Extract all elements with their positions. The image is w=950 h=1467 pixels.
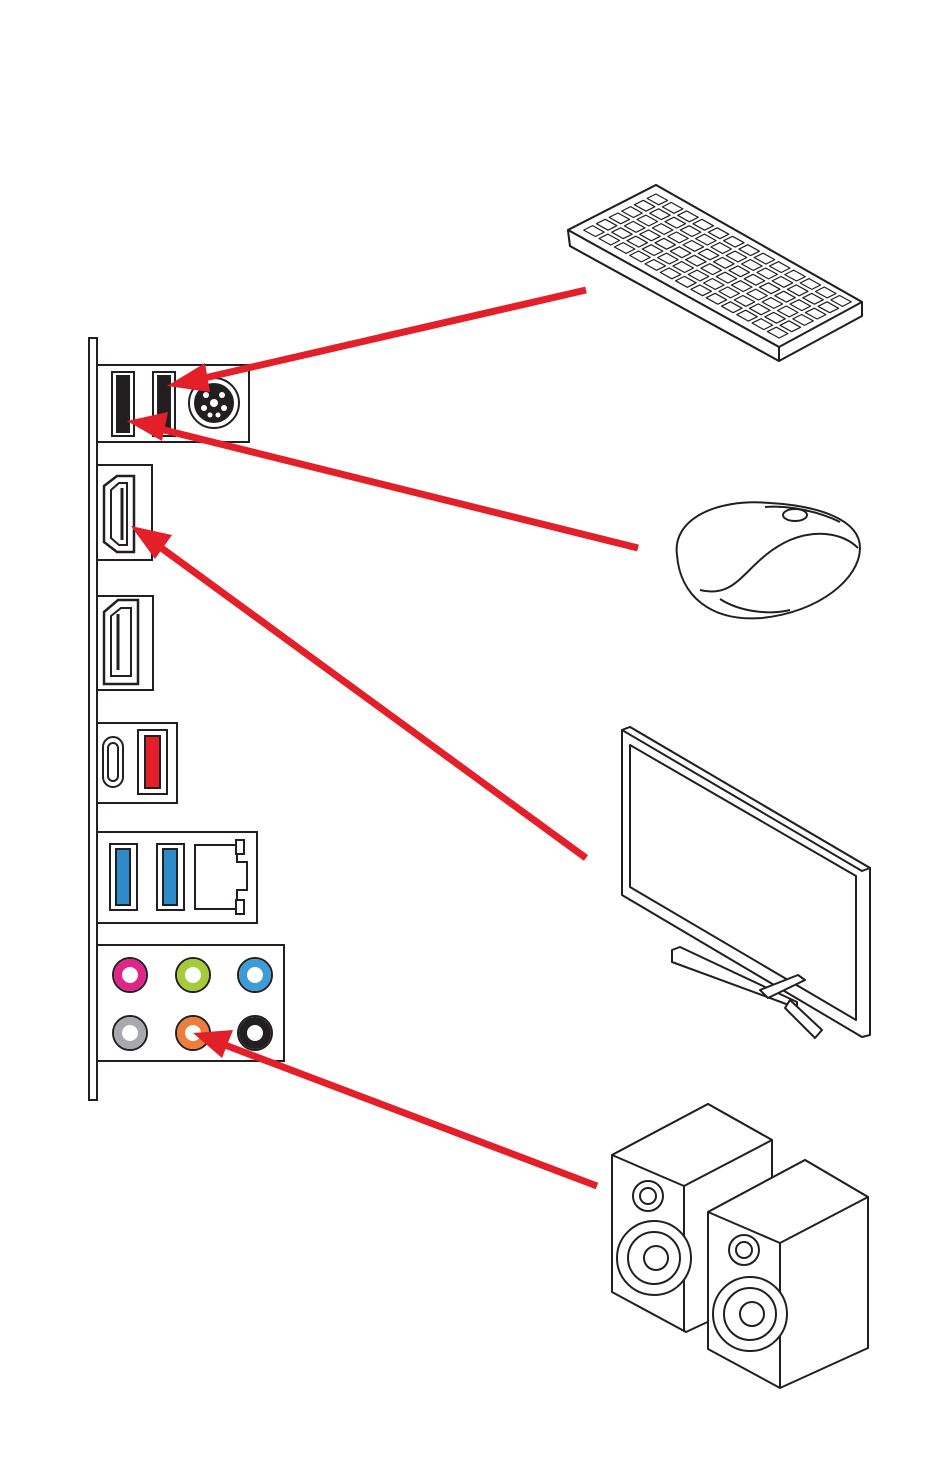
hdmi-block (97, 465, 152, 560)
audio-jack-blue[interactable] (238, 958, 272, 992)
arrow-speakers-to-audio (193, 1030, 597, 1186)
monitor-icon (622, 727, 870, 1038)
speakers-icon (612, 1104, 868, 1388)
io-shield-plate (89, 338, 97, 1100)
displayport-block (97, 596, 153, 690)
usb3-lan-block (97, 832, 257, 923)
audio-jack-pink[interactable] (113, 958, 147, 992)
audio-jack-black[interactable] (238, 1016, 272, 1050)
mouse-icon (677, 502, 860, 618)
audio-jack-gray[interactable] (113, 1016, 147, 1050)
arrow-monitor-to-hdmi (131, 526, 586, 858)
usb-c-block (97, 723, 177, 803)
keyboard-icon (568, 185, 862, 361)
audio-jack-lime[interactable] (176, 958, 210, 992)
audio-block (97, 945, 284, 1061)
